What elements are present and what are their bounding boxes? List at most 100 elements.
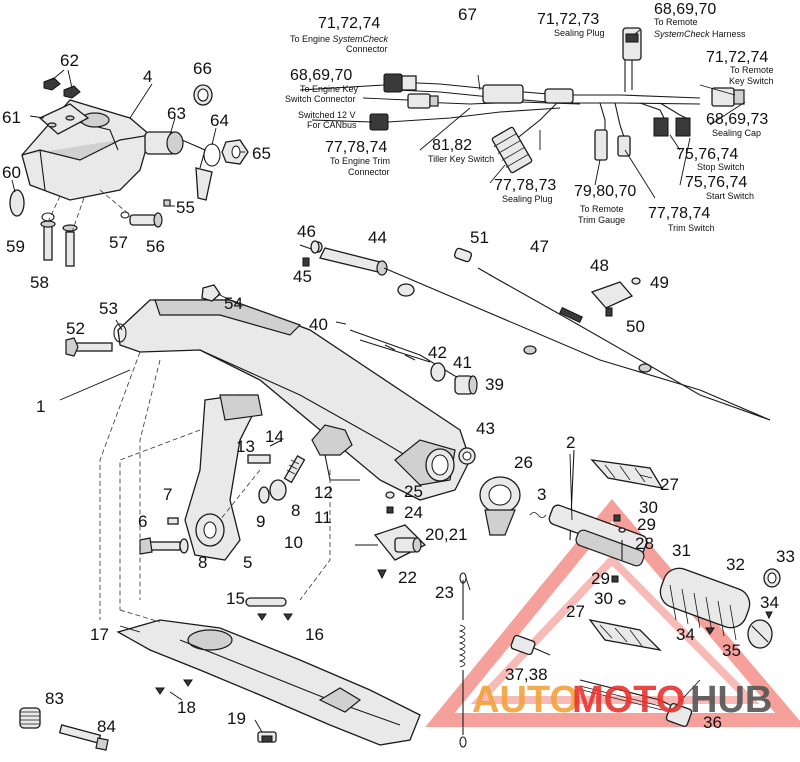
- bushing-26: [479, 476, 521, 536]
- callout-10: 10: [284, 533, 303, 552]
- harness-label-6-line1: To Remote: [654, 17, 698, 27]
- pin-84: [58, 724, 109, 751]
- harness-label-1-line2: Connector: [346, 44, 388, 54]
- callout-54: 54: [224, 294, 243, 313]
- callout-60: 60: [2, 163, 21, 182]
- harness-label-13-line2: Trim Gauge: [578, 215, 625, 225]
- callout-50: 50: [626, 317, 645, 336]
- callout-8: 8: [291, 501, 300, 520]
- callout-29a: 29: [637, 515, 656, 534]
- ring-33: [763, 568, 781, 588]
- callout-52: 52: [66, 319, 85, 338]
- key-switch-housing: [21, 99, 151, 201]
- harness-label-12-line1: Sealing Plug: [502, 194, 553, 204]
- callout-17: 17: [90, 625, 109, 644]
- small-hardware-22-25: [377, 491, 395, 580]
- callout-84: 84: [97, 717, 116, 736]
- key-switch: [144, 131, 213, 201]
- harness-label-10-num: 75,76,74: [685, 174, 747, 191]
- shift-lever: [184, 394, 263, 561]
- callout-58: 58: [30, 273, 49, 292]
- callout-25: 25: [404, 482, 423, 501]
- callout-26: 26: [514, 453, 533, 472]
- callout-27b: 27: [566, 602, 585, 621]
- callout-20-21: 20,21: [425, 525, 468, 544]
- harness-label-3-line2: For CANbus: [307, 120, 357, 130]
- callout-51: 51: [470, 228, 489, 247]
- callout-40: 40: [309, 315, 328, 334]
- callout-37-38: 37,38: [505, 665, 548, 684]
- callout-56: 56: [146, 237, 165, 256]
- guide-lines: [99, 351, 331, 623]
- callout-59: 59: [6, 237, 25, 256]
- grip-cover-27-upper: [590, 459, 664, 489]
- callout-2: 2: [566, 433, 575, 452]
- harness-label-9-num: 75,76,74: [676, 146, 738, 163]
- pin-56: [120, 199, 171, 228]
- harness-label-2-line2: Switch Connector: [285, 94, 356, 104]
- callout-28: 28: [635, 534, 654, 553]
- harness-label-4-line1: To Engine Trim: [330, 156, 390, 166]
- oring-64: [203, 143, 221, 167]
- callout-62: 62: [60, 51, 79, 70]
- watermark-text-hub: HUB: [690, 679, 772, 721]
- harness-label-14-line1: Trim Switch: [668, 223, 715, 233]
- callout-27a: 27: [660, 475, 679, 494]
- bolt-52: [65, 323, 127, 357]
- callout-44: 44: [368, 228, 387, 247]
- pin-51: [453, 247, 473, 263]
- wiring-harness: [387, 58, 701, 141]
- harness-label-8-line1: Sealing Cap: [712, 128, 761, 138]
- end-cap-35: [747, 619, 773, 649]
- harness-label-3-line1: Switched 12 V: [298, 110, 356, 120]
- callout-41: 41: [453, 353, 472, 372]
- grip-cover-27-lower: [588, 619, 662, 652]
- tiller-arm: [117, 299, 471, 501]
- harness-label-11-num: 81,82: [432, 137, 472, 154]
- callout-66: 66: [193, 59, 212, 78]
- callout-5: 5: [243, 553, 252, 572]
- harness-connectors: [369, 27, 745, 174]
- watermark-text-moto: MOTO: [572, 679, 685, 721]
- callout-46: 46: [297, 222, 316, 241]
- callout-53: 53: [99, 299, 118, 318]
- callout-33: 33: [776, 547, 795, 566]
- cable-40-42: [335, 321, 478, 395]
- harness-label-13-num: 79,80,70: [574, 183, 636, 200]
- harness-label-4-line2: Connector: [348, 167, 390, 177]
- harness-label-6-line2: SystemCheck Harness: [654, 29, 746, 39]
- harness-label-1-line1: To Engine SystemCheck: [290, 34, 389, 44]
- cable-44: [299, 241, 771, 421]
- callout-19: 19: [227, 709, 246, 728]
- lever-hardware: [139, 439, 306, 555]
- callout-42: 42: [428, 343, 447, 362]
- spring-3: [529, 512, 547, 518]
- plate-and-nuts: [38, 77, 90, 135]
- harness-label-7-line1: To Remote: [730, 65, 774, 75]
- callout-labels: 4 62 61 63 66 64 65 60 55 59 57 56 58 67…: [2, 5, 795, 736]
- callout-34a: 34: [760, 593, 779, 612]
- nut-65: [221, 139, 249, 165]
- callout-7: 7: [163, 485, 172, 504]
- harness-label-5-num: 71,72,73: [537, 11, 599, 28]
- callout-8b: 8: [198, 553, 207, 572]
- leader-lines: [11, 29, 746, 733]
- callout-48: 48: [590, 256, 609, 275]
- watermark-wordmark: AUTO MOTO HUB: [472, 679, 772, 721]
- callout-47: 47: [530, 237, 549, 256]
- callout-32: 32: [726, 555, 745, 574]
- callout-30b: 30: [594, 589, 613, 608]
- callout-4: 4: [143, 67, 152, 86]
- callout-22: 22: [398, 568, 417, 587]
- harness-label-12-num: 77,78,73: [494, 177, 556, 194]
- callout-11: 11: [314, 508, 332, 527]
- callout-83: 83: [45, 689, 64, 708]
- bottom-cover: [116, 619, 421, 746]
- callout-3: 3: [537, 485, 546, 504]
- harness-label-8-num: 68,69,73: [706, 111, 768, 128]
- callout-34b: 34: [676, 625, 695, 644]
- clip-48-50: [590, 277, 641, 317]
- harness-label-9-line1: Stop Switch: [697, 162, 745, 172]
- switch-37-38: [510, 634, 551, 656]
